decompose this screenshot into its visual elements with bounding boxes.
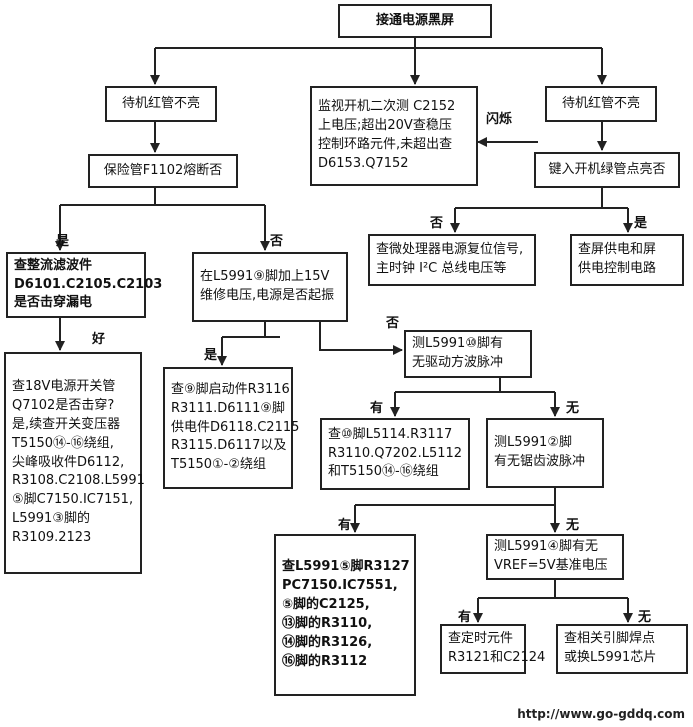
node-l5991-pin4-vref: 测L5991④脚有无 VREF=5V基准电压 xyxy=(486,534,624,580)
node-line: R3109.2123 xyxy=(12,529,92,545)
node-line: 测L5991④脚有无 xyxy=(494,539,598,555)
label-have-n17: 有 xyxy=(458,610,472,625)
label-have-n11: 有 xyxy=(370,401,384,416)
node-start: 接通电源黑屏 xyxy=(338,4,492,38)
node-line: 监视开机二次测 C2152 xyxy=(318,99,456,115)
node-check-mcu-reset: 查微处理器电源复位信号, 主时钟 I²C 总线电压等 xyxy=(368,234,536,286)
node-l5991-pin2-sawtooth: 测L5991②脚有无锯齿波脉冲 xyxy=(486,418,604,488)
node-line: 无驱动方波脉冲 xyxy=(412,355,504,370)
node-line: ⑬脚的R3110, xyxy=(282,616,373,631)
node-line: 或换L5991芯片 xyxy=(564,650,657,665)
node-check-pins-or-replace: 查相关引脚焊点或换L5991芯片 xyxy=(556,624,688,674)
node-line: D6101.C2105.C2103 xyxy=(14,276,163,292)
node-standby-led-off-left: 待机红管不亮 xyxy=(105,86,217,122)
node-line: Q7102是否击穿? xyxy=(12,398,115,414)
node-fuse-check: 保险管F1102熔断否 xyxy=(88,154,238,188)
label-no-n10: 否 xyxy=(386,316,400,331)
node-line: 查18V电源开关管 xyxy=(12,379,116,395)
node-line: ⑯脚的R3112 xyxy=(282,653,368,669)
node-line: 保险管F1102熔断否 xyxy=(103,162,223,178)
node-line: 在L5991⑨脚加上15V xyxy=(200,269,330,285)
node-line: 和T5150⑭-⑯绕组 xyxy=(328,464,439,480)
node-line: 待机红管不亮 xyxy=(561,95,640,111)
node-line: 查整流滤波件 xyxy=(14,257,93,273)
node-l5991-pin9-15v: 在L5991⑨脚加上15V 维修电压,电源是否起振 xyxy=(192,252,348,322)
node-line: 查微处理器电源复位信号, xyxy=(376,242,524,258)
node-l5991-pin10-drive: 测L5991⑩脚有无驱动方波脉冲 xyxy=(404,330,532,378)
label-have-n15: 有 xyxy=(338,518,352,533)
node-line: 键入开机绿管点亮否 xyxy=(548,161,666,177)
node-line: 上电压;超出20V查稳压 xyxy=(318,118,452,134)
node-line: R3110.Q7202.L5112 xyxy=(328,445,463,461)
node-line: 查L5991⑤脚R3127 xyxy=(282,559,410,575)
node-check-q7102: 查18V电源开关管 Q7102是否击穿? 是,续查开关变压器 T5150⑭-⑯绕组, 尖… xyxy=(4,352,145,574)
node-line: 主时钟 I²C 总线电压等 xyxy=(376,261,507,276)
node-line: R3121和C2124 xyxy=(448,650,546,665)
node-line: 查相关引脚焊点 xyxy=(564,631,656,647)
node-line: 维修电压,电源是否起振 xyxy=(200,288,335,303)
node-line: 接通电源黑屏 xyxy=(375,12,454,28)
node-line: 测L5991⑩脚有 xyxy=(412,336,503,352)
node-line: L5991③脚的 xyxy=(12,511,90,527)
node-line: T5150①-②绕组 xyxy=(171,457,267,473)
node-check-timing-parts: 查定时元件 R3121和C2124 xyxy=(440,624,546,674)
node-line: 尖峰吸收件D6112, xyxy=(12,454,125,470)
node-line: 是否击穿漏电 xyxy=(14,295,93,311)
node-line: R3115.D6117以及 xyxy=(171,438,287,454)
node-line: D6153.Q7152 xyxy=(318,155,409,171)
label-yes-n6: 是 xyxy=(634,216,648,231)
node-check-screen-supply: 查屏供电和屏供电控制电路 xyxy=(570,234,684,286)
label-none-n11: 无 xyxy=(566,401,580,416)
label-yes-n5: 是 xyxy=(56,234,70,249)
node-line: T5150⑭-⑯绕组, xyxy=(12,435,114,451)
node-line: 供电件D6118.C2115 xyxy=(171,419,300,435)
node-line: ⑭脚的R3126, xyxy=(282,634,373,650)
node-line: 测L5991②脚 xyxy=(494,435,572,451)
node-line: ⑤脚C7150.IC7151, xyxy=(12,492,134,508)
node-line: 查定时元件 xyxy=(448,631,514,647)
node-line: R3108.C2108.L5991 xyxy=(12,473,145,489)
node-line: 控制环路元件,未超出查 xyxy=(318,137,453,152)
label-no-n6: 否 xyxy=(430,216,444,231)
node-line: 查屏供电和屏 xyxy=(578,242,657,258)
node-line: ⑤脚的C2125, xyxy=(282,597,370,613)
node-line: 查⑩脚L5114.R3117 xyxy=(328,426,453,442)
label-none-n15: 无 xyxy=(566,518,580,533)
node-line: 有无锯齿波脉冲 xyxy=(494,454,586,469)
label-none-n17: 无 xyxy=(638,610,652,625)
edge-n10-to-n11 xyxy=(319,322,403,355)
node-line: PC7150.IC7551, xyxy=(282,578,398,594)
node-monitor-c2152: 监视开机二次测 C2152 上电压;超出20V查稳压控制环路元件,未超出查 D615… xyxy=(310,86,478,186)
node-line: 供电控制电路 xyxy=(578,261,657,276)
node-line: 是,续查开关变压器 xyxy=(12,416,121,432)
label-flash: 闪烁 xyxy=(486,112,513,127)
node-standby-led-off-right: 待机红管不亮 xyxy=(545,86,657,122)
label-yes-n10: 是 xyxy=(204,348,218,363)
node-green-led-check: 键入开机绿管点亮否 xyxy=(534,152,680,188)
node-check-rectifier: 查整流滤波件 D6101.C2105.C2103 是否击穿漏电 xyxy=(6,252,163,318)
node-line: 待机红管不亮 xyxy=(121,95,200,111)
label-no-n5: 否 xyxy=(270,234,284,249)
label-good: 好 xyxy=(92,332,106,347)
watermark-url: http://www.go-gddq.com xyxy=(517,707,685,721)
node-line: VREF=5V基准电压 xyxy=(494,558,608,573)
node-line: R3111.D6111⑨脚 xyxy=(171,400,285,416)
node-line: 查⑨脚启动件R3116 xyxy=(171,381,290,397)
